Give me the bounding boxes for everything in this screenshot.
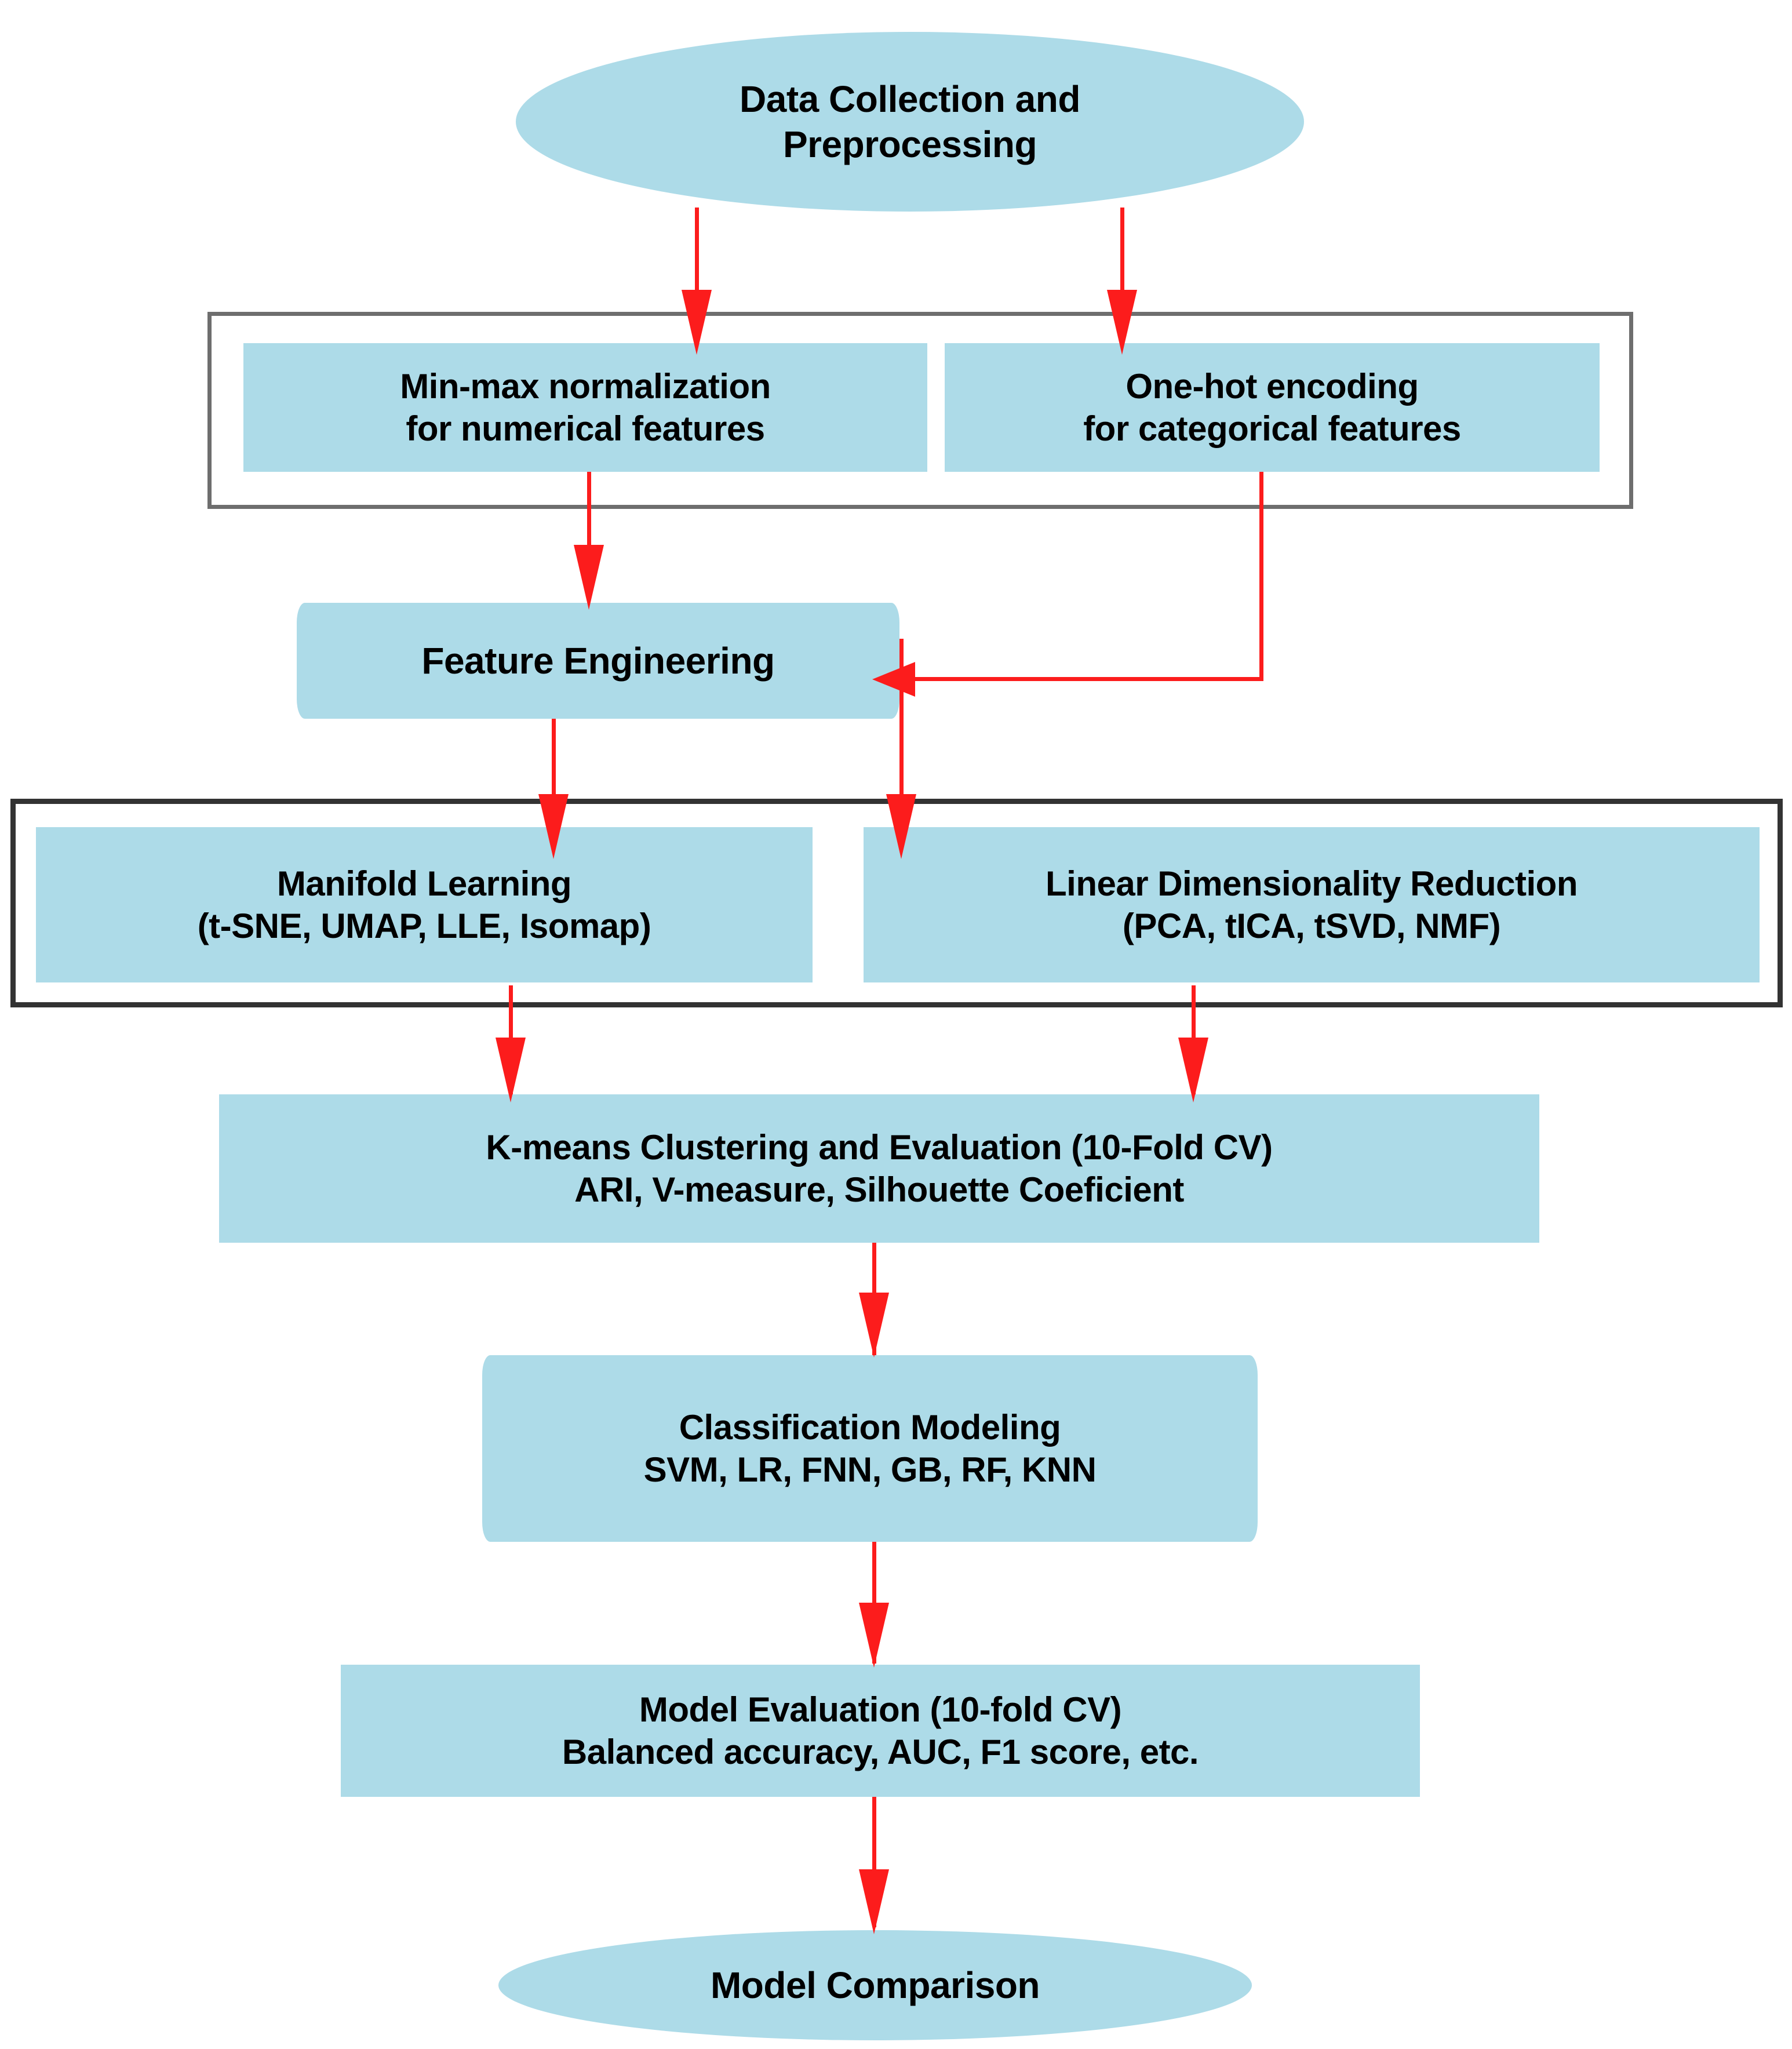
arrowhead-data-collection-to-min-max	[682, 290, 712, 355]
node-classification-modeling[interactable]: Classification Modeling SVM, LR, FNN, GB…	[482, 1355, 1258, 1542]
arrowhead-manifold-to-kmeans	[496, 1038, 526, 1102]
edge-one-hot-horizontal	[904, 677, 1263, 681]
arrowhead-model-evaluation-to-model-comparison	[859, 1869, 889, 1934]
edge-feature-engineering-to-manifold	[552, 718, 556, 825]
arrowhead-data-collection-to-one-hot	[1107, 290, 1137, 355]
arrowhead-feature-engineering-to-linear-dr	[886, 794, 916, 859]
arrowhead-feature-engineering-to-manifold	[538, 794, 569, 859]
edge-model-evaluation-to-model-comparison	[872, 1794, 876, 1927]
arrowhead-min-max-to-feature-engineering	[574, 545, 604, 610]
edge-classification-to-model-evaluation	[872, 1539, 876, 1664]
arrowhead-classification-to-model-evaluation	[859, 1603, 889, 1668]
node-model-comparison[interactable]: Model Comparison	[498, 1930, 1252, 2040]
node-kmeans-clustering-and-evaluation[interactable]: K-means Clustering and Evaluation (10-Fo…	[219, 1094, 1539, 1243]
arrowhead-linear-dr-to-kmeans	[1178, 1038, 1208, 1102]
arrowhead-one-hot-to-feature-engineering	[872, 662, 915, 697]
edge-feature-engineering-to-linear-dr	[899, 639, 904, 827]
node-linear-dimensionality-reduction[interactable]: Linear Dimensionality Reduction (PCA, tI…	[864, 827, 1760, 982]
node-one-hot-encoding[interactable]: One-hot encoding for categorical feature…	[945, 343, 1600, 472]
node-min-max-normalization[interactable]: Min-max normalization for numerical feat…	[243, 343, 927, 472]
arrowhead-kmeans-to-classification	[859, 1293, 889, 1357]
node-data-collection-and-preprocessing[interactable]: Data Collection and Preprocessing	[516, 32, 1304, 212]
node-feature-engineering[interactable]: Feature Engineering	[297, 603, 899, 719]
edge-data-collection-to-min-max	[695, 208, 699, 307]
edge-min-max-to-feature-engineering	[587, 470, 591, 574]
edge-one-hot-vertical	[1259, 470, 1263, 681]
edge-data-collection-to-one-hot	[1120, 208, 1124, 307]
node-model-evaluation[interactable]: Model Evaluation (10-fold CV) Balanced a…	[341, 1665, 1420, 1797]
node-manifold-learning[interactable]: Manifold Learning (t-SNE, UMAP, LLE, Iso…	[36, 827, 813, 982]
